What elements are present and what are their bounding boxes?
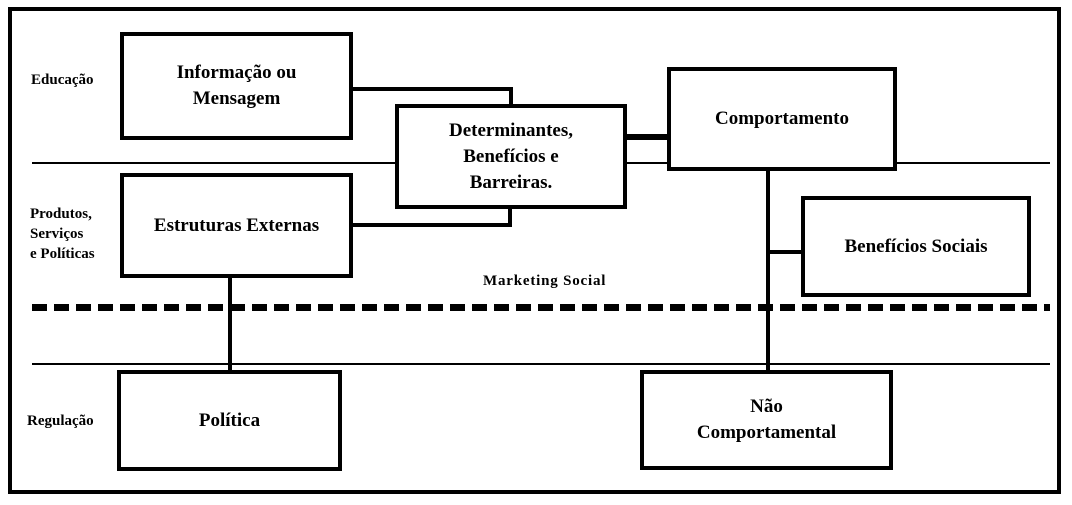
box-estruturas-externas: Estruturas Externas — [120, 173, 353, 278]
box-label-line: Determinantes, — [449, 119, 573, 141]
box-label-line: Informação ou — [176, 62, 297, 83]
connector-comportamento-naocomportamental — [766, 168, 770, 372]
box-label-line: Não — [750, 396, 783, 417]
row-label-produtos-servicos-politicas: Produtos, Serviços e Políticas — [30, 204, 95, 264]
connector-informacao-horizontal — [352, 87, 513, 91]
connector-determinantes-comportamento — [624, 134, 670, 140]
row-label-line: Produtos, — [30, 206, 92, 222]
connector-estruturas-horizontal — [352, 223, 512, 227]
connector-informacao-vertical — [509, 87, 513, 108]
box-label-line: Comportamento — [714, 108, 850, 129]
box-comportamento: Comportamento — [667, 67, 897, 171]
box-beneficios-sociais: Benefícios Sociais — [801, 196, 1031, 297]
divider-marketing-regulacao — [32, 363, 1050, 365]
box-politica: Política — [117, 370, 342, 471]
box-label-line: Barreiras. — [469, 171, 553, 193]
box-label-line: Mensagem — [192, 88, 281, 109]
box-informacao-mensagem: Informação ou Mensagem — [120, 32, 353, 140]
outer-border — [8, 7, 1061, 494]
box-label-line: Comportamental — [696, 422, 837, 443]
box-label-line: Política — [198, 409, 261, 431]
dashed-marketing-boundary — [32, 304, 1050, 311]
connector-estruturas-politica — [228, 276, 232, 372]
box-label-line: Benefícios e — [463, 145, 559, 167]
marketing-social-label: Marketing Social — [483, 273, 607, 289]
box-nao-comportamental: Não Comportamental — [640, 370, 893, 470]
box-label-line: Estruturas Externas — [153, 214, 320, 236]
row-label-regulacao: Regulação — [27, 413, 94, 429]
connector-branch-beneficios — [766, 250, 804, 254]
row-label-line: e Políticas — [30, 246, 95, 262]
box-label-line: Benefícios Sociais — [844, 235, 988, 257]
connector-estruturas-vertical — [508, 206, 512, 227]
box-determinantes-beneficios-barreiras: Determinantes, Benefícios e Barreiras. — [395, 104, 627, 209]
row-label-educacao: Educação — [31, 72, 94, 88]
row-label-line: Serviços — [30, 226, 84, 242]
